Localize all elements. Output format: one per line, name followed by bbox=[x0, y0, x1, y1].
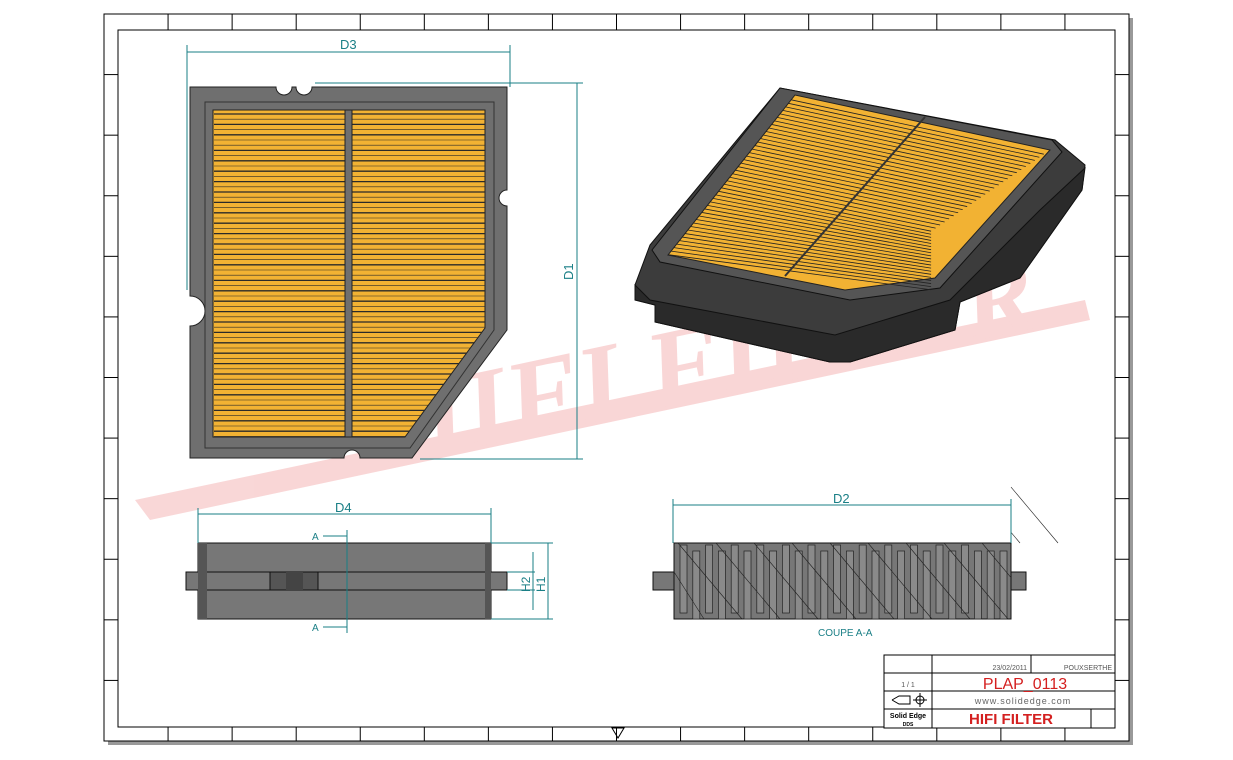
dimension-label-d3: D3 bbox=[340, 37, 357, 52]
software-sub: DDS bbox=[903, 722, 914, 728]
software-name: Solid Edge bbox=[890, 713, 926, 720]
center-rib bbox=[344, 109, 353, 438]
projection-symbol-icon bbox=[891, 693, 927, 707]
date-value: 23/02/2011 bbox=[992, 665, 1027, 672]
part-number: PLAP_0113 bbox=[983, 676, 1067, 693]
dimension-label-h1: H1 bbox=[534, 576, 548, 592]
dimension-d2 bbox=[672, 499, 1012, 543]
section-marker-bottom: A bbox=[312, 623, 319, 634]
dimension-d3 bbox=[186, 45, 511, 290]
center-mark-icon bbox=[611, 727, 625, 739]
company-name: HIFI FILTER bbox=[969, 711, 1053, 728]
section-label: COUPE A-A bbox=[818, 628, 873, 639]
section-view bbox=[652, 486, 1059, 620]
dimension-label-d1: D1 bbox=[561, 263, 576, 280]
section-marker-top: A bbox=[312, 532, 319, 543]
zone-ticks bbox=[104, 14, 1129, 741]
designer-value: POUXSERTHE bbox=[1064, 665, 1112, 672]
dimension-d4 bbox=[197, 508, 553, 633]
dimension-label-h2: H2 bbox=[519, 576, 533, 592]
dimension-label-d4: D4 bbox=[335, 500, 352, 515]
scale-value: 1 / 1 bbox=[901, 682, 915, 689]
frame-inner-edge bbox=[204, 101, 495, 449]
dimension-label-d2: D2 bbox=[833, 491, 850, 506]
title-block bbox=[883, 654, 1116, 729]
website: www.solidedge.com bbox=[974, 696, 1072, 706]
top-view bbox=[189, 86, 508, 459]
dimension-d1 bbox=[315, 82, 583, 460]
isometric-view bbox=[634, 87, 1086, 363]
